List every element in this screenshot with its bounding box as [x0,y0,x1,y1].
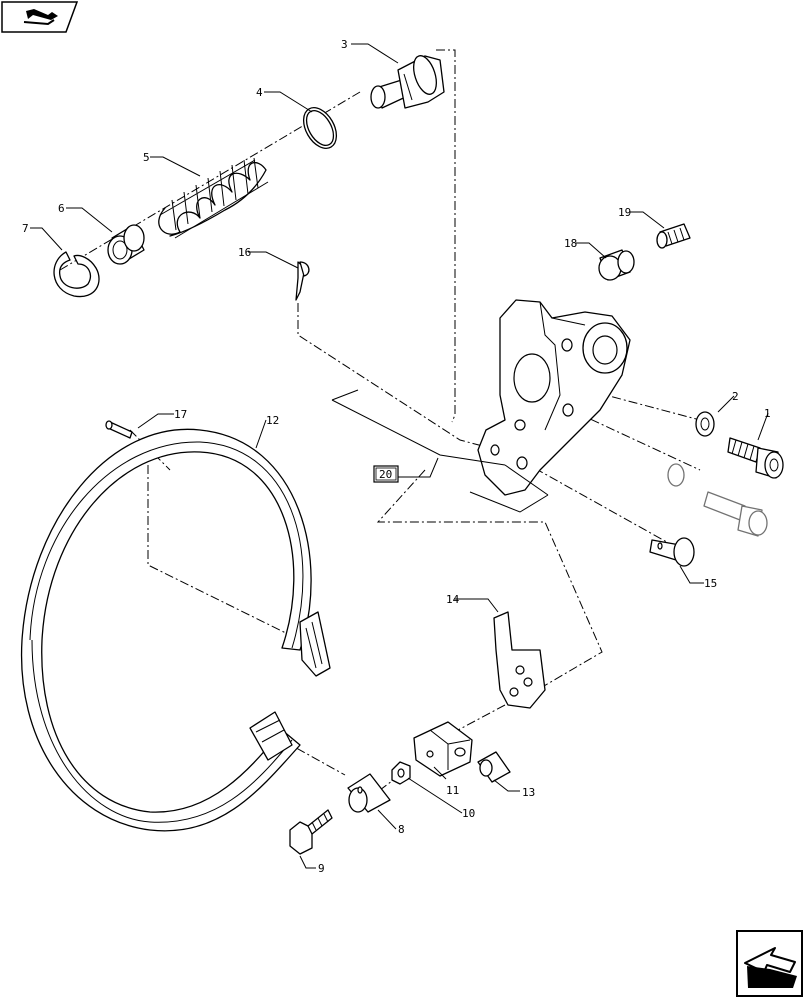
assembly-centerlines [59,49,701,791]
part-13-pin [477,751,511,783]
callout-18: 18 [564,237,577,250]
part-9-bolt [289,809,333,855]
part-4-o-ring [302,107,338,149]
callout-8: 8 [398,823,405,836]
callout-3: 3 [341,38,348,51]
part-15-clevis-pin [649,537,695,567]
part-16-cotter-pin [295,261,310,301]
callout-19: 19 [618,206,631,219]
part-20-reference-plate [331,389,549,513]
callout-14: 14 [446,593,460,606]
part-12-brake-band [20,428,331,832]
callout-10: 10 [462,807,475,820]
callout-labels: 3 4 5 6 7 16 19 18 2 1 17 12 14 15 13 11… [22,38,771,875]
part-7-snap-ring [53,251,100,298]
part-19-set-screw [656,223,691,249]
callout-6: 6 [58,202,65,215]
part-18-bushing [598,249,635,281]
callout-1: 1 [764,407,771,420]
callout-16: 16 [238,246,251,259]
callout-15: 15 [704,577,717,590]
part-5-spring [158,157,269,239]
lever-bracket [477,299,631,496]
part-3-pin [370,55,445,109]
callout-2: 2 [732,390,739,403]
part-14-lever [493,611,546,709]
callout-5: 5 [143,151,150,164]
callout-13: 13 [522,786,535,799]
callout-11: 11 [446,784,459,797]
part-17-pin [105,420,133,439]
part-11-clevis-block [413,721,473,777]
callout-4: 4 [256,86,263,99]
callout-12: 12 [266,414,279,427]
part-8-sleeve [347,773,391,813]
callout-9: 9 [318,862,325,875]
callout-20: 20 [379,468,392,481]
ghost-washer-and-screw [667,463,768,537]
callout-17: 17 [174,408,187,421]
part-1-cap-screw [727,437,784,479]
part-2-washer [695,411,715,437]
arrow-navigation-icon[interactable] [736,930,803,997]
part-6-bushing [107,224,145,265]
part-10-nut [391,761,411,785]
callout-20-box[interactable]: 20 [373,465,399,483]
callout-7: 7 [22,222,29,235]
book-navigation-icon[interactable] [1,1,79,33]
callout-leaders [30,43,769,869]
